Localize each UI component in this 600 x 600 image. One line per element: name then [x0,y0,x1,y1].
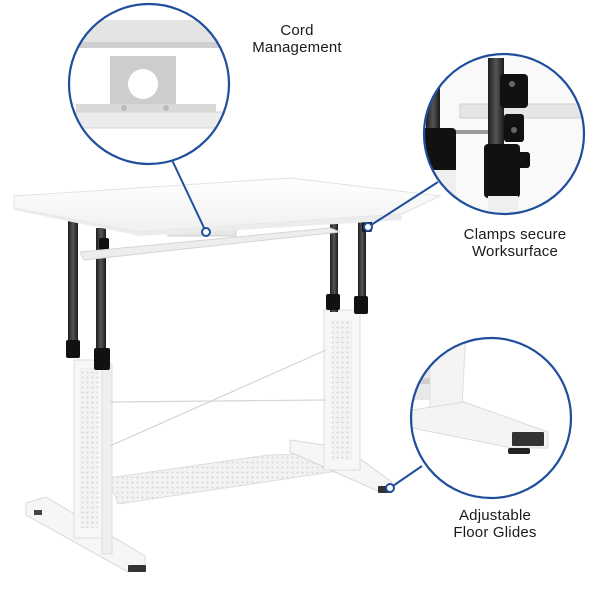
cord-management-callout [67,2,231,237]
clamps-label-line-1: Clamps secure [463,226,567,243]
floor-glides-callout [385,336,573,500]
clamps-label-line-2: Worksurface [471,243,559,260]
clamps-label: Clamps secure Worksurface [430,226,600,260]
desk [13,177,442,573]
callout-dot-icon [201,227,211,237]
floor-glides-label-line-2: Floor Glides [453,524,537,541]
cord-management-label-line-1: Cord [280,22,314,39]
cord-management-label-line-2: Management [252,39,342,56]
cord-management-label: Cord Management [232,22,362,56]
clamps-callout [363,52,586,232]
floor-glides-label: Adjustable Floor Glides [420,507,570,541]
callout-dot-icon [385,483,395,493]
callout-dot-icon [363,222,373,232]
floor-glides-label-line-1: Adjustable [458,507,532,524]
